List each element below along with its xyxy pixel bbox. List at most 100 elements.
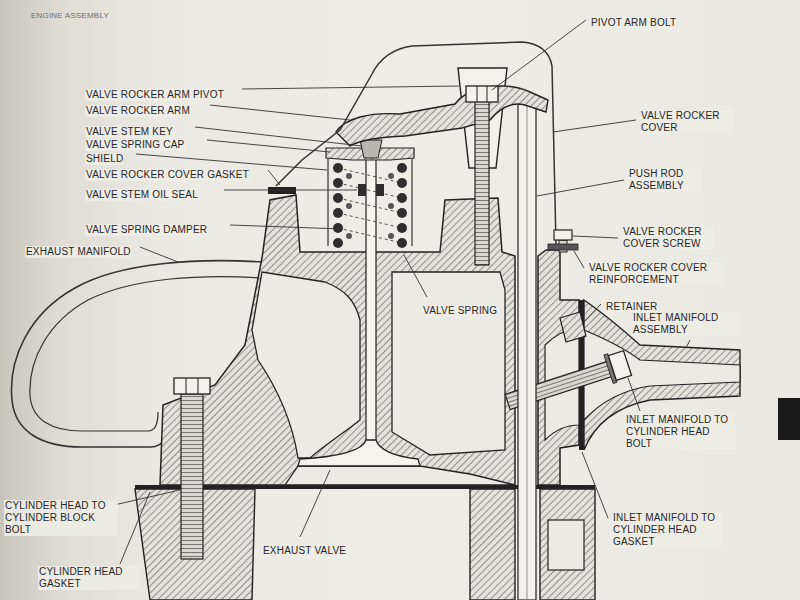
label-slot: ENGINE ASSEMBLY xyxy=(30,4,110,22)
part-label: PIVOT ARM BOLT xyxy=(590,17,677,29)
push-rod xyxy=(518,98,536,600)
cover-reinforcement xyxy=(548,244,578,250)
leader-line xyxy=(114,490,180,505)
cover-screw-head xyxy=(554,230,572,240)
valve-rocker-cover xyxy=(276,42,556,244)
pivot-bolt-head xyxy=(466,86,498,102)
page-tab xyxy=(778,398,800,440)
label-slot: VALVE ROCKER COVER xyxy=(640,110,734,135)
leader-line xyxy=(582,452,608,518)
label-slot: VALVE STEM KEY xyxy=(85,121,174,139)
shield xyxy=(411,152,412,246)
spring-wire xyxy=(333,193,343,203)
part-label: PUSH ROD ASSEMBLY xyxy=(628,168,702,192)
part-label: VALVE ROCKER ARM xyxy=(85,105,191,117)
leader-line xyxy=(120,492,150,564)
label-slot: VALVE SPRING xyxy=(422,300,498,318)
cylinder-head-right xyxy=(538,250,579,485)
spring-wire xyxy=(397,163,407,173)
damper-wire xyxy=(388,233,394,239)
spring-wire xyxy=(333,238,343,248)
valve-stem-oil-seal xyxy=(376,184,384,196)
retainer xyxy=(560,312,586,342)
leader-line xyxy=(268,170,280,185)
spring-wire xyxy=(397,178,407,188)
cylinder-block-right xyxy=(470,489,515,600)
label-slot: INLET MANIFOLD TO CYLINDER HEAD BOLT xyxy=(625,414,735,451)
spring-coil xyxy=(338,198,402,213)
label-slot: CYLINDER HEAD TO CYLINDER BLOCK BOLT xyxy=(4,500,118,537)
label-slot: CYLINDER HEAD GASKET xyxy=(38,566,140,591)
label-slot: INLET MANIFOLD TO CYLINDER HEAD GASKET xyxy=(612,512,722,549)
pivot-bolt-head-edge xyxy=(487,86,488,102)
label-slot: VALVE SPRING CAP xyxy=(85,134,185,152)
spring-wire xyxy=(333,208,343,218)
valve-stem-key xyxy=(360,140,382,158)
leader-line xyxy=(584,304,601,322)
spring-wire xyxy=(333,223,343,233)
damper-wire xyxy=(346,203,352,209)
leader-line xyxy=(136,154,327,170)
part-label: INLET MANIFOLD TO CYLINDER HEAD BOLT xyxy=(625,414,735,450)
rocker-arm xyxy=(336,86,548,146)
part-label: SHIELD xyxy=(85,153,124,165)
combustion-chamber xyxy=(285,466,515,485)
part-label: VALVE SPRING DAMPER xyxy=(85,224,208,236)
leader-line xyxy=(573,236,618,238)
part-label: EXHAUST VALVE xyxy=(262,545,347,557)
pivot-bolt-head-edge xyxy=(477,86,478,102)
valve-spring-wire xyxy=(333,163,407,248)
damper-wire xyxy=(388,173,394,179)
part-label: CYLINDER HEAD GASKET xyxy=(38,566,140,590)
shield xyxy=(327,152,328,246)
valve-spring xyxy=(338,168,402,243)
spring-wire xyxy=(397,238,407,248)
label-slot: EXHAUST VALVE xyxy=(262,540,347,558)
valve-stem xyxy=(366,138,376,443)
spring-wire xyxy=(333,163,343,173)
part-label: EXHAUST MANIFOLD xyxy=(25,246,132,258)
spring-coil xyxy=(338,213,402,228)
block-cavity xyxy=(548,520,584,570)
head-bolt-shank xyxy=(181,394,203,559)
leader-line xyxy=(574,251,584,268)
leader-line xyxy=(404,255,427,297)
label-slot: PUSH ROD ASSEMBLY xyxy=(628,168,702,193)
push-rod-bore xyxy=(527,104,528,600)
part-label: VALVE ROCKER COVER REINFORCEMENT xyxy=(588,262,725,286)
leader-line xyxy=(210,105,350,120)
label-slot: VALVE ROCKER ARM PIVOT xyxy=(85,84,225,102)
leader-line xyxy=(492,20,586,90)
label-slot: SHIELD xyxy=(85,148,124,166)
exhaust-valve-head xyxy=(298,440,420,466)
part-label: VALVE STEM KEY xyxy=(85,126,174,138)
label-slot: VALVE ROCKER COVER GASKET xyxy=(85,164,250,182)
leader-line xyxy=(207,140,330,152)
damper-wire xyxy=(346,233,352,239)
leader-line xyxy=(224,190,357,191)
valve-stem-oil-seal xyxy=(358,184,366,196)
head-bolt-head xyxy=(174,378,210,394)
leader-line xyxy=(537,180,624,196)
spring-coil xyxy=(338,168,402,183)
label-slot: VALVE ROCKER COVER SCREW xyxy=(622,226,714,251)
spring-wire xyxy=(397,208,407,218)
leader-line xyxy=(300,470,330,537)
spring-coil xyxy=(338,183,402,198)
leader-line xyxy=(242,86,459,89)
part-label: INLET MANIFOLD ASSEMBLY xyxy=(632,312,739,336)
part-label: VALVE ROCKER COVER SCREW xyxy=(622,226,714,250)
cylinder-head xyxy=(160,195,515,485)
leader-lines xyxy=(114,20,690,564)
rocker-cover-gasket xyxy=(268,187,296,194)
part-label: VALVE ROCKER COVER GASKET xyxy=(85,169,250,181)
spring-wire xyxy=(397,223,407,233)
cylinder-block-right xyxy=(540,489,595,600)
valve-spring-damper xyxy=(346,173,394,239)
water-jacket xyxy=(392,272,505,455)
part-label: VALVE STEM OIL SEAL xyxy=(85,189,199,201)
label-slot: EXHAUST MANIFOLD xyxy=(25,241,132,259)
part-label: VALVE SPRING CAP xyxy=(85,139,185,151)
label-slot: PIVOT ARM BOLT xyxy=(590,12,677,30)
